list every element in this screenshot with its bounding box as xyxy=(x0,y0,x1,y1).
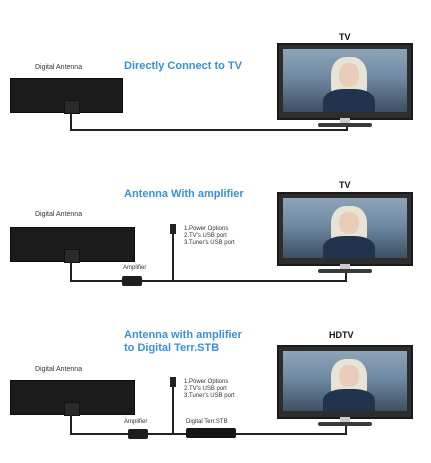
usb-plug-icon xyxy=(170,377,176,387)
tv-cable xyxy=(236,433,347,435)
tv-label: HDTV xyxy=(329,330,354,340)
tv-label: TV xyxy=(339,32,351,42)
antenna-cable xyxy=(70,112,72,130)
tv-cable xyxy=(345,420,347,435)
digital-terr-stb xyxy=(186,428,236,438)
tv-stand xyxy=(318,269,372,273)
amplifier-label: Amplifier xyxy=(123,265,147,271)
tv xyxy=(277,43,413,120)
usb-plug-icon xyxy=(170,224,176,234)
tv-screen xyxy=(283,49,407,112)
power-options-list: 1.Power Options 2.TV's USB port 3.Tuner'… xyxy=(184,379,235,400)
antenna-cable xyxy=(70,433,128,435)
stb-label: Digital Terr.STB xyxy=(186,419,228,425)
power-options-list: 1.Power Options 2.TV's USB port 3.Tuner'… xyxy=(184,226,235,247)
antenna-cable xyxy=(70,129,348,131)
antenna-cable xyxy=(346,123,348,131)
antenna-label: Digital Antenna xyxy=(35,211,83,218)
amplifier xyxy=(122,276,142,286)
amplifier-label: Amplifier xyxy=(124,419,148,425)
tv xyxy=(277,345,413,419)
antenna-cable xyxy=(70,414,72,434)
power-option: 3.Tuner's USB port xyxy=(184,393,235,399)
tv-label: TV xyxy=(339,180,351,190)
tv-stand xyxy=(340,417,350,423)
antenna-cable xyxy=(70,280,122,282)
antenna-label: Digital Antenna xyxy=(35,64,83,71)
panel-heading: Directly Connect to TV xyxy=(124,60,242,72)
power-option: 2.TV's USB port xyxy=(184,386,227,392)
power-option: 2.TV's USB port xyxy=(184,233,227,239)
panel-heading-line1: Antenna with amplifier xyxy=(124,329,242,341)
amplifier xyxy=(128,429,148,439)
tv-cable xyxy=(345,268,347,282)
panel-heading-line2: to Digital Terr.STB xyxy=(124,342,220,354)
antenna-connector xyxy=(64,249,80,263)
tv-stand xyxy=(318,123,372,127)
tv-stand xyxy=(340,118,350,124)
tv-screen xyxy=(283,351,407,411)
panel-heading: Antenna With amplifier xyxy=(124,188,244,200)
antenna-connector xyxy=(64,402,80,416)
tv-cable xyxy=(142,280,347,282)
tv xyxy=(277,192,413,266)
usb-power-cable xyxy=(172,386,174,434)
antenna-connector xyxy=(64,100,80,114)
tv-stand xyxy=(318,422,372,426)
usb-power-cable xyxy=(172,233,174,281)
antenna-cable xyxy=(70,261,72,281)
power-option: 1.Power Options xyxy=(184,226,229,232)
antenna-label: Digital Antenna xyxy=(35,366,83,373)
tv-stand xyxy=(340,264,350,270)
tv-screen xyxy=(283,198,407,258)
power-option: 1.Power Options xyxy=(184,379,229,385)
stb-cable xyxy=(148,433,186,435)
power-option: 3.Tuner's USB port xyxy=(184,240,235,246)
